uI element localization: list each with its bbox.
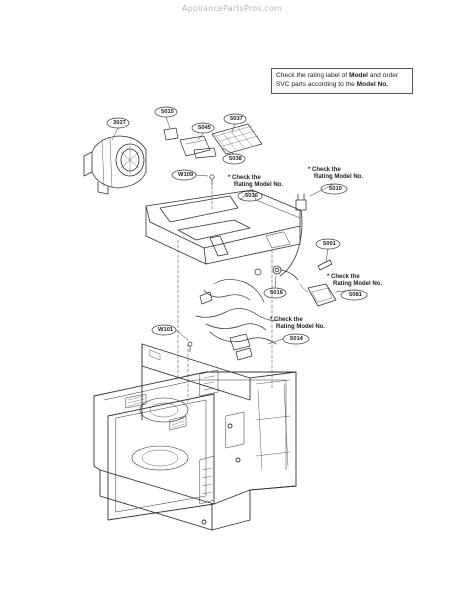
label-5016: 5016 [270,290,283,296]
label-5014: 5014 [290,336,303,342]
fuse-5001 [317,259,333,271]
label-3027: 3027 [113,120,126,126]
label-5037: 5037 [230,116,243,122]
power-cord-5010 [279,193,307,277]
wire-harness-5014 [195,268,279,361]
check-note-5081: * Check the Rating Model No. [327,274,382,287]
damper-parts [163,123,263,186]
label-w101: W101 [158,327,174,333]
rating-note-box: Check the rating label of Model and orde… [271,68,413,94]
check-note-5014: * Check the Rating Model No. [270,317,325,330]
note-text-pre: Check the rating label of [276,72,349,79]
leader-lines [111,116,355,345]
watermark: AppliancePartsPros.com [181,4,283,13]
note-model-no: Model No. [356,81,389,88]
label-5038: 5038 [229,156,242,162]
blower-fan-3027 [83,135,147,195]
note-text-mid: and order SVC parts according to the [276,72,399,88]
check-note-5030: * Check the Rating Model No. [228,175,283,188]
label-5010: 5010 [329,186,342,192]
label-w109: W109 [178,172,194,178]
note-model: Model [348,72,369,79]
label-5015: 5015 [161,109,174,115]
sensor-5081 [299,283,337,307]
connector-5016 [272,265,299,281]
air-guide-tray-5030 [145,189,301,265]
label-5001: 5001 [323,241,336,247]
label-5081: 5081 [349,292,362,298]
cavity-frame [93,343,297,531]
callout-ellipses [106,106,368,345]
alignment-guides [177,185,273,405]
label-5030: 5030 [245,193,258,199]
label-5045: 5045 [198,125,211,131]
screw-w101 [187,341,193,353]
check-note-5010: * Check the Rating Model No. [308,167,363,180]
